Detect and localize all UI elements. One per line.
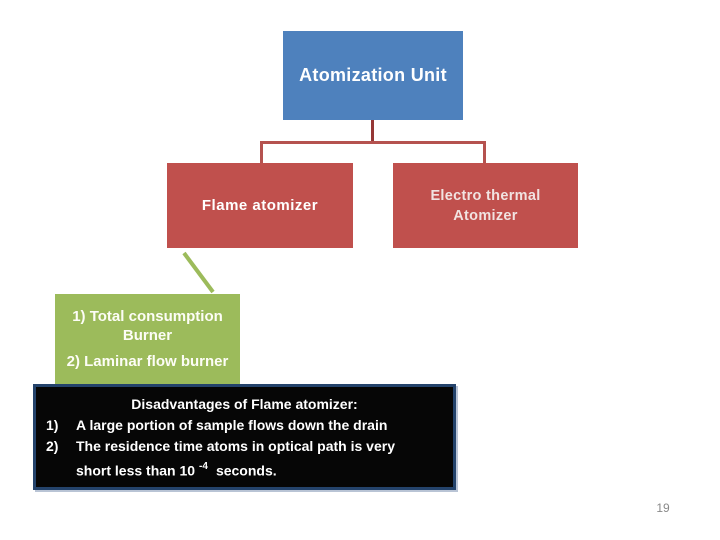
burner-item2: 2) Laminar flow burner <box>66 353 229 370</box>
diagram-node-flame-atomizer: Flame atomizer <box>167 163 353 248</box>
diagram-node-electro-thermal-atomizer: Electro thermal Atomizer <box>393 163 578 248</box>
disadvantages-title: Disadvantages of Flame atomizer: <box>131 396 358 412</box>
node-label: Flame atomizer <box>201 197 319 214</box>
connector-right-elbow <box>483 141 486 163</box>
burner-item1-line1: 1) Total consumption <box>72 308 223 325</box>
exponent: -4 <box>199 461 208 472</box>
page-number: 19 <box>656 501 670 515</box>
item2-line1: The residence time atoms in optical path… <box>76 438 395 454</box>
connector-left-elbow <box>260 141 263 163</box>
item2-line2-post: seconds. <box>215 462 277 479</box>
list-item-text: A large portion of sample flows down the… <box>76 417 388 433</box>
disadvantages-item-2: 2) The residence time atoms in optical p… <box>42 436 447 482</box>
list-marker: 2) <box>46 438 59 454</box>
diagram-node-atomization-unit: Atomization Unit <box>283 31 463 120</box>
connector-horizontal <box>260 141 486 144</box>
diagram-node-burner-types: 1) Total consumption Burner 2) Laminar f… <box>55 294 240 384</box>
burner-item1-line2: Burner <box>122 327 173 344</box>
item2-line2-pre: short less than 10 <box>76 462 196 479</box>
connector-diagonal-line <box>182 251 215 294</box>
disadvantages-callout: Disadvantages of Flame atomizer: 1) A la… <box>33 384 456 490</box>
node-label-line1: Electro thermal <box>430 187 541 204</box>
node-label-line2: Atomizer <box>453 207 518 224</box>
disadvantages-item-1: 1) A large portion of sample flows down … <box>42 415 447 436</box>
list-item-text: The residence time atoms in optical path… <box>76 436 447 482</box>
connector-root-stub <box>371 120 374 142</box>
list-marker: 1) <box>46 417 59 433</box>
node-label: Atomization Unit <box>299 65 447 85</box>
